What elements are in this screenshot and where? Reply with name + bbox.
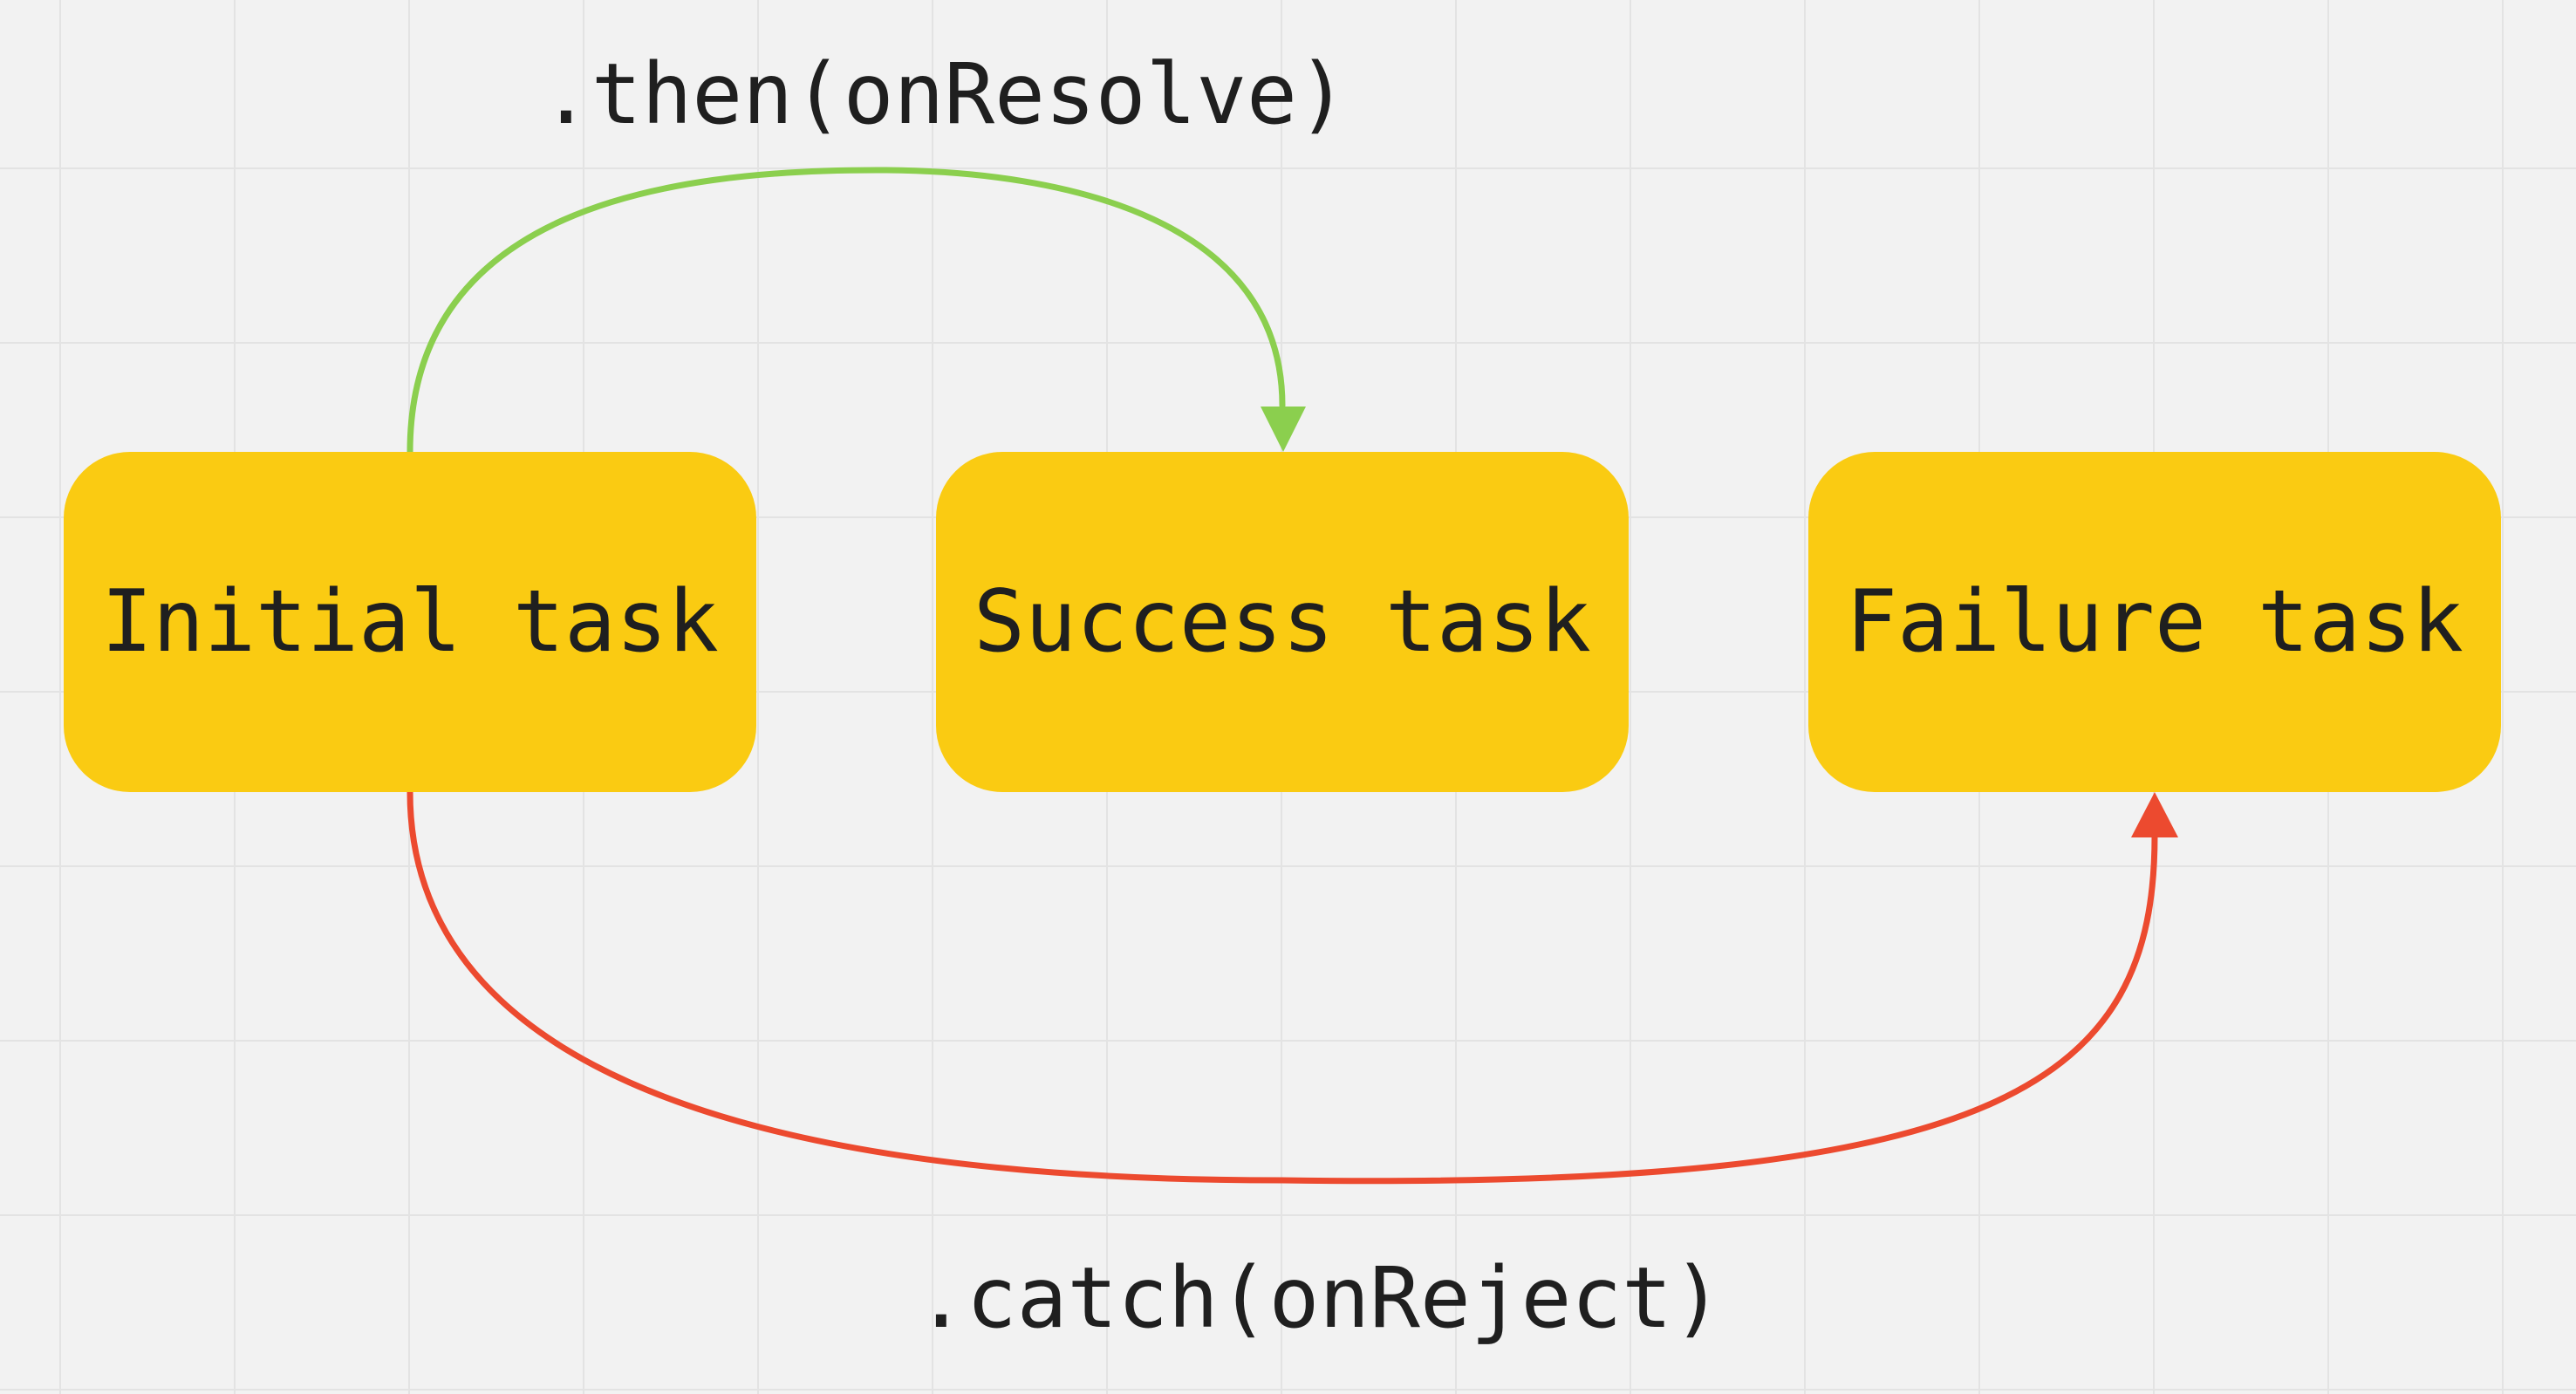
- initial-task-node[interactable]: Initial task: [64, 452, 756, 792]
- reject-arrowhead: [2131, 792, 2178, 837]
- resolve-edge-label: .then(onResolve): [541, 45, 1348, 143]
- resolve-arrowhead: [1261, 407, 1306, 452]
- reject-edge-label: .catch(onReject): [916, 1249, 1723, 1347]
- reject-edge: [407, 789, 2158, 1185]
- initial-task-label: Initial task: [100, 572, 719, 672]
- resolve-edge: [407, 167, 1286, 455]
- success-task-label: Success task: [973, 572, 1591, 672]
- failure-task-node[interactable]: Failure task: [1808, 452, 2501, 792]
- success-task-node[interactable]: Success task: [936, 452, 1629, 792]
- failure-task-label: Failure task: [1845, 572, 2463, 672]
